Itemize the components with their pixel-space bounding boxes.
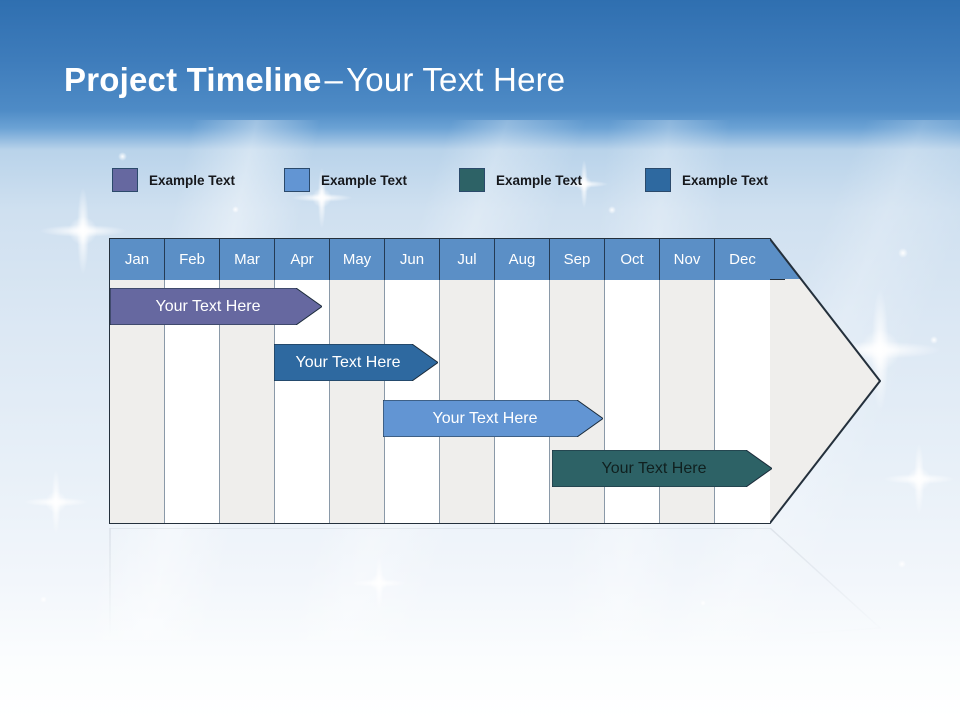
task-bar-label: Your Text Here	[601, 459, 707, 477]
month-header-sep[interactable]: Sep	[550, 239, 605, 280]
legend-swatch-icon	[284, 168, 310, 192]
task-bar-shape	[274, 344, 438, 381]
legend: Example Text Example Text Example Text Exam…	[112, 166, 812, 196]
page-title-strong: Project Timeline	[64, 61, 322, 98]
legend-swatch-icon	[459, 168, 485, 192]
task-bar-shape	[110, 288, 322, 325]
task-bar-4[interactable]: Your Text Here	[552, 450, 772, 487]
page-title-light: Your Text Here	[346, 61, 566, 98]
task-bar-1[interactable]: Your Text Here	[110, 288, 322, 325]
page-title-dash: –	[324, 61, 344, 98]
month-header-mar[interactable]: Mar	[220, 239, 275, 280]
task-bar-shape	[383, 400, 603, 437]
month-header-jan[interactable]: Jan	[110, 239, 165, 280]
month-header-aug[interactable]: Aug	[495, 239, 550, 280]
month-header-oct[interactable]: Oct	[605, 239, 660, 280]
task-bar-2[interactable]: Your Text Here	[274, 344, 438, 381]
legend-swatch-icon	[112, 168, 138, 192]
month-header-nov[interactable]: Nov	[660, 239, 715, 280]
legend-item-4[interactable]: Example Text	[645, 166, 768, 194]
legend-item-label: Example Text	[496, 172, 583, 188]
month-header-apr[interactable]: Apr	[275, 239, 330, 280]
legend-item-2[interactable]: Example Text	[284, 166, 407, 194]
task-bar-shape	[552, 450, 772, 487]
task-bar-label: Your Text Here	[432, 409, 538, 427]
legend-swatch-icon	[645, 168, 671, 192]
task-bar-label: Your Text Here	[155, 297, 261, 315]
arrow-head-fill	[770, 238, 880, 524]
legend-item-label: Example Text	[321, 172, 408, 188]
legend-item-label: Example Text	[682, 172, 769, 188]
month-header-dec[interactable]: Dec	[715, 239, 770, 280]
month-header-jul[interactable]: Jul	[440, 239, 495, 280]
legend-item-3[interactable]: Example Text	[459, 166, 582, 194]
month-header-feb[interactable]: Feb	[165, 239, 220, 280]
legend-item-label: Example Text	[149, 172, 236, 188]
task-bar-3[interactable]: Your Text Here	[383, 400, 603, 437]
month-header-may[interactable]: May	[330, 239, 385, 280]
task-bar-label: Your Text Here	[295, 353, 401, 371]
month-header-jun[interactable]: Jun	[385, 239, 440, 280]
legend-item-1[interactable]: Example Text	[112, 166, 235, 194]
month-column-may[interactable]: May	[330, 239, 385, 523]
page-title: Project Timeline–Your Text Here	[64, 58, 565, 102]
